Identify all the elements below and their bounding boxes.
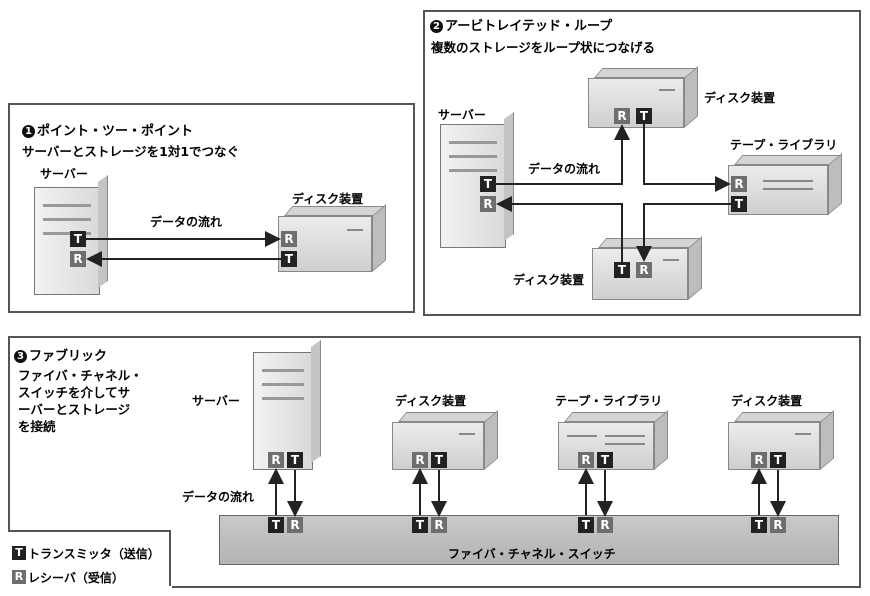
panel3-tape-label: テープ・ライブラリ [555, 394, 663, 408]
legend-transmitter-label: トランスミッタ（送信） [28, 547, 160, 561]
panel2-server-receiver: R [480, 196, 496, 212]
panel3-disk2-label: ディスク装置 [731, 394, 803, 408]
legend-transmitter-badge: T [12, 546, 26, 560]
switch-port3-transmitter: T [578, 517, 594, 533]
panel2-tape-transmitter: T [731, 196, 747, 212]
panel2-flow-label: データの流れ [528, 162, 601, 176]
panel2-disk-top-receiver: R [614, 108, 630, 124]
panel3-server-label: サーバー [192, 394, 240, 408]
legend-receiver-badge: R [12, 570, 26, 584]
fibre-channel-switch [219, 515, 839, 565]
legend-cutout [0, 530, 172, 596]
switch-port4-receiver: R [770, 517, 786, 533]
panel3-disk2-receiver: R [751, 452, 767, 468]
panel3-description: ファイバ・チャネル・ スイッチを介してサ ーバーとストレージ を接続 [18, 368, 143, 434]
panel3-disk1-label: ディスク装置 [395, 394, 467, 408]
switch-port1-transmitter: T [268, 517, 284, 533]
panel1-server-transmitter: T [70, 231, 86, 247]
legend-receiver-label: レシーバ（受信） [28, 571, 124, 585]
panel2-tape-label: テープ・ライブラリ [730, 138, 838, 152]
panel1-disk-label: ディスク装置 [292, 192, 364, 206]
panel2-number: 2 [430, 20, 443, 33]
switch-port2-receiver: R [431, 517, 447, 533]
panel2-tape-receiver: R [731, 176, 747, 192]
panel2-disk-top-unit [588, 66, 700, 128]
panel2-subtitle: 複数のストレージをループ状につなげる [431, 40, 656, 55]
panel1-disk-receiver: R [281, 231, 297, 247]
panel3-tape-transmitter: T [597, 452, 613, 468]
panel1-server-receiver: R [70, 251, 86, 267]
panel2-server-transmitter: T [480, 176, 496, 192]
panel3-tape-receiver: R [578, 452, 594, 468]
panel3-disk2-transmitter: T [770, 452, 786, 468]
panel3-disk1-transmitter: T [431, 452, 447, 468]
panel3-flow-label: データの流れ [182, 490, 255, 504]
panel3-tape-unit [558, 410, 670, 470]
panel2-disk-top-transmitter: T [636, 108, 652, 124]
switch-port2-transmitter: T [412, 517, 428, 533]
panel2-server-label: サーバー [438, 108, 486, 122]
panel3-server-transmitter: T [287, 452, 303, 468]
switch-port1-receiver: R [287, 517, 303, 533]
panel1-subtitle: サーバーとストレージを1対1でつなぐ [22, 144, 240, 159]
panel2-server [440, 124, 506, 248]
switch-port3-receiver: R [597, 517, 613, 533]
legend-cutout-border [8, 530, 171, 586]
panel1-disk-transmitter: T [281, 251, 297, 267]
panel2-disk-bottom-label: ディスク装置 [513, 273, 585, 287]
panel2-disk-bottom-transmitter: T [614, 262, 630, 278]
panel1-flow-label: データの流れ [150, 215, 223, 229]
panel3-disk1-receiver: R [412, 452, 428, 468]
panel2-disk-bottom-receiver: R [636, 262, 652, 278]
switch-label: ファイバ・チャネル・スイッチ [448, 547, 616, 561]
panel3-server [253, 352, 313, 470]
panel1-server [34, 187, 100, 295]
panel1-server-label: サーバー [40, 167, 88, 181]
panel2-disk-top-label: ディスク装置 [704, 91, 776, 105]
switch-port4-transmitter: T [751, 517, 767, 533]
panel1-number: 1 [22, 125, 35, 138]
panel3-server-receiver: R [268, 452, 284, 468]
panel3-number: 3 [14, 350, 27, 363]
